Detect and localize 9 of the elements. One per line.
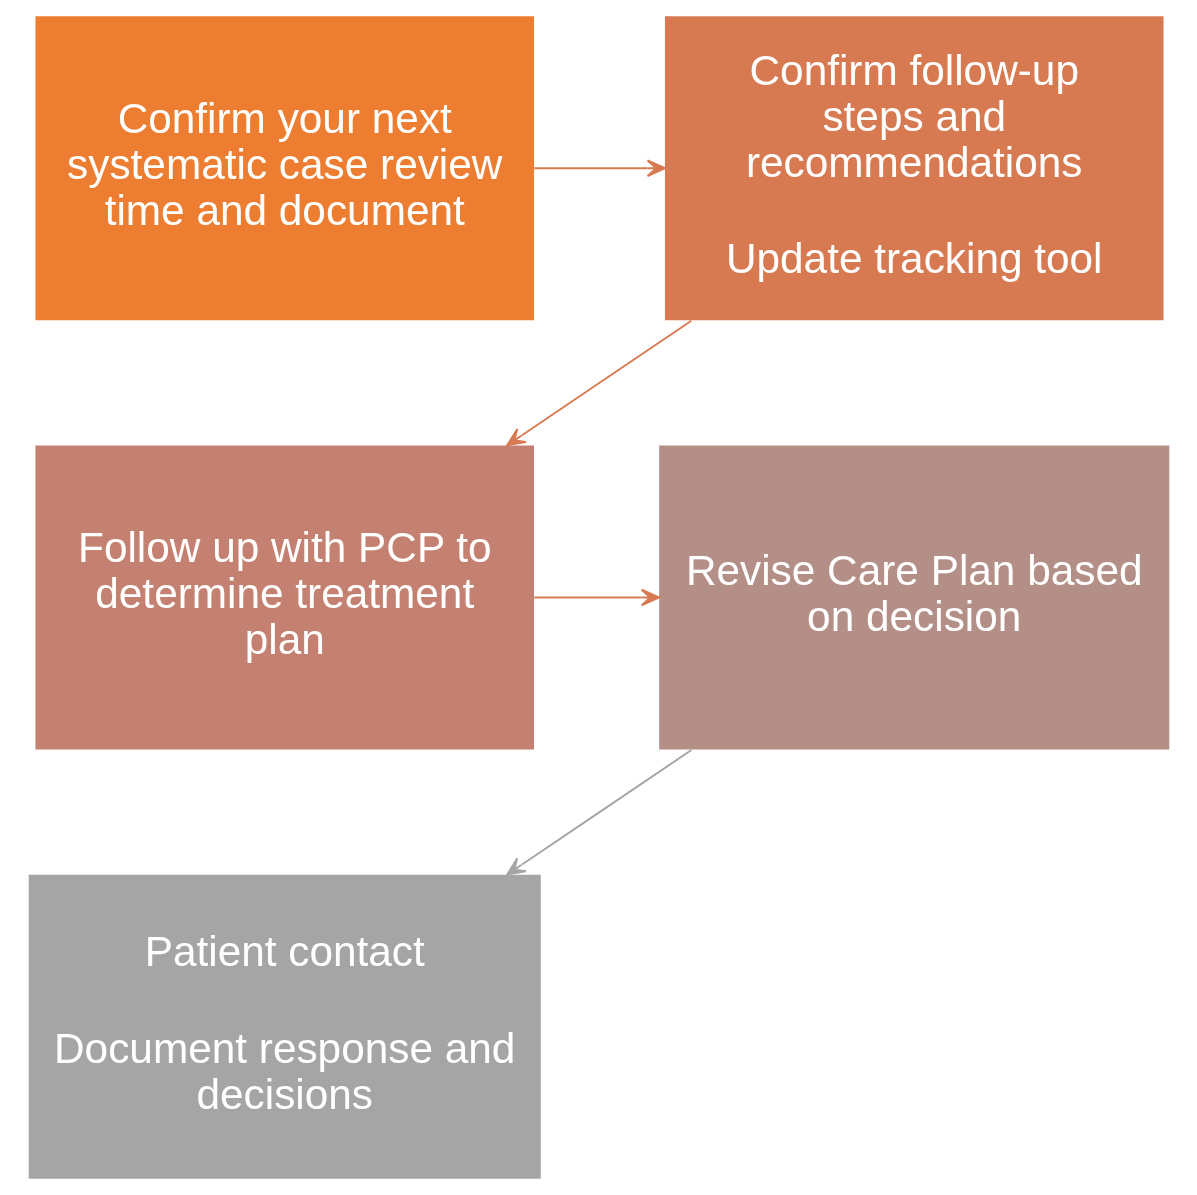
arrow [505,319,692,447]
node-box: Follow up with PCP to determine treatment plan [34,445,534,750]
node-box: Patient contact Document response and decisions [28,874,541,1179]
node-box: Revise Care Plan based on decision [658,445,1169,750]
arrow [532,159,666,177]
node-box: Confirm your next systematic case review time and document [34,16,534,321]
arrow [532,588,660,607]
node-box: Confirm follow-up steps and recommendations Update tracking tool [664,16,1163,321]
arrow [505,749,692,876]
